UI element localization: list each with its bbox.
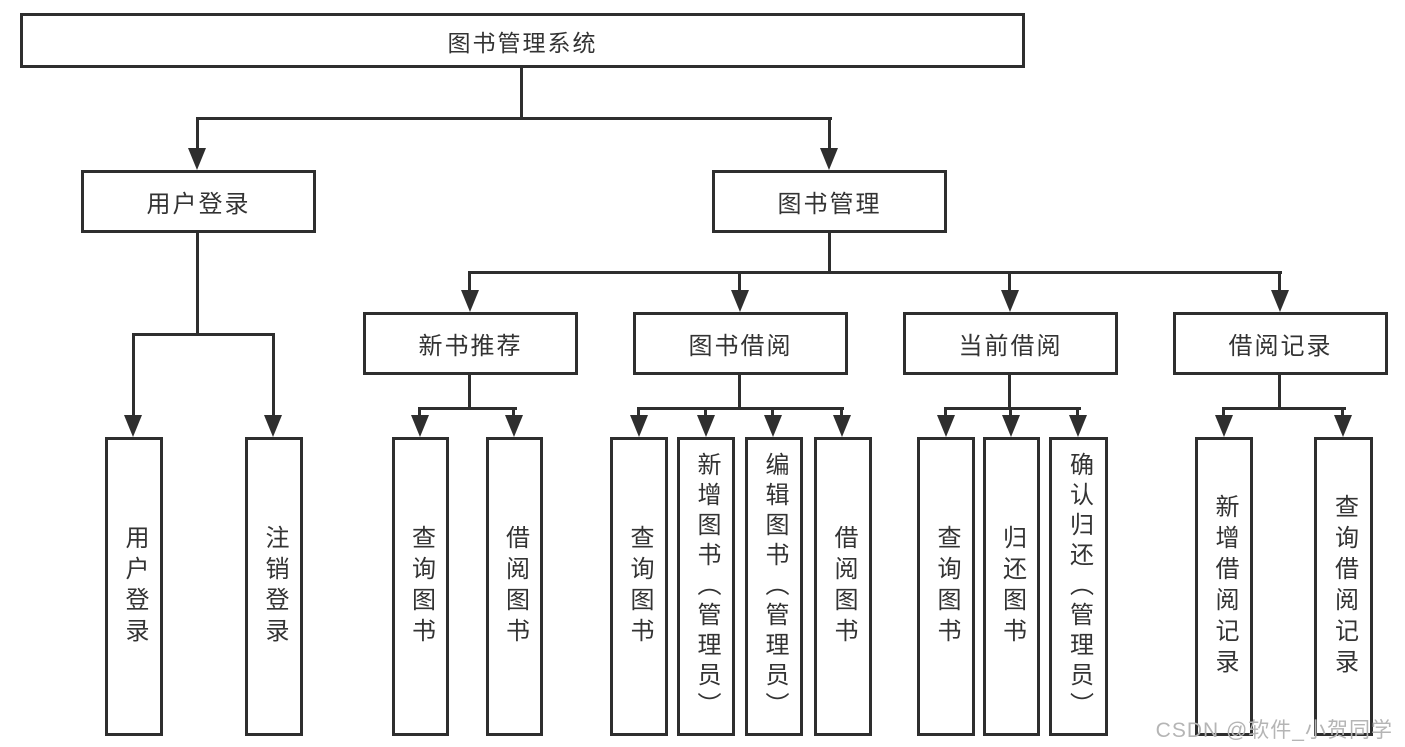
arrowhead-down [1271, 290, 1289, 312]
arrowhead-down [764, 415, 782, 437]
node-book-borrow: 图书借阅 [633, 312, 848, 375]
leaf-query-record: 查询借阅记录 [1314, 437, 1373, 736]
connector-line [1341, 407, 1344, 417]
connector-line [468, 271, 1282, 274]
arrowhead-down [731, 290, 749, 312]
connector-line [132, 333, 275, 336]
connector-line [418, 407, 517, 410]
connector-line [1076, 407, 1079, 417]
arrowhead-down [1001, 290, 1019, 312]
connector-line [196, 233, 199, 335]
connector-line [272, 333, 275, 419]
connector-line [637, 407, 640, 417]
connector-line [1222, 407, 1346, 410]
node-borrow-records: 借阅记录 [1173, 312, 1388, 375]
arrowhead-down [937, 415, 955, 437]
arrowhead-down [124, 415, 142, 437]
leaf-logout: 注销登录 [245, 437, 303, 736]
connector-line [944, 407, 1081, 410]
connector-line [738, 375, 741, 409]
csdn-watermark: CSDN @软件_小贺同学 [1155, 719, 1393, 742]
leaf-add-record: 新增借阅记录 [1195, 437, 1253, 736]
connector-line [637, 407, 844, 410]
arrowhead-down [1215, 415, 1233, 437]
connector-line [1278, 375, 1281, 409]
connector-line [512, 407, 515, 417]
connector-line [704, 407, 707, 417]
arrowhead-down [820, 148, 838, 170]
connector-line [1222, 407, 1225, 417]
arrowhead-down [697, 415, 715, 437]
connector-line [1008, 271, 1011, 292]
connector-line [468, 271, 471, 292]
node-current-borrow: 当前借阅 [903, 312, 1118, 375]
connector-line [1009, 407, 1012, 417]
connector-line [196, 117, 832, 120]
leaf-borrow-book-2: 借阅图书 [814, 437, 872, 736]
arrowhead-down [833, 415, 851, 437]
connector-line [828, 233, 831, 273]
connector-line [418, 407, 421, 417]
connector-line [840, 407, 843, 417]
leaf-add-book: 新增图书（管理员） [677, 437, 735, 736]
connector-line [468, 375, 471, 409]
arrowhead-down [188, 148, 206, 170]
leaf-edit-book: 编辑图书（管理员） [745, 437, 803, 736]
connector-line [132, 333, 135, 419]
leaf-user-login: 用户登录 [105, 437, 163, 736]
connector-line [1008, 375, 1011, 409]
node-book-mgmt: 图书管理 [712, 170, 947, 233]
node-root: 图书管理系统 [20, 13, 1025, 68]
connector-line [944, 407, 947, 417]
leaf-return-book: 归还图书 [983, 437, 1040, 736]
connector-line [520, 68, 523, 119]
node-new-book-rec: 新书推荐 [363, 312, 578, 375]
arrowhead-down [1069, 415, 1087, 437]
arrowhead-down [461, 290, 479, 312]
arrowhead-down [505, 415, 523, 437]
connector-line [196, 117, 199, 150]
leaf-borrow-book-1: 借阅图书 [486, 437, 543, 736]
connector-line [828, 117, 831, 150]
leaf-query-book-3: 查询图书 [917, 437, 975, 736]
connector-line [738, 271, 741, 292]
leaf-query-book-2: 查询图书 [610, 437, 668, 736]
arrowhead-down [630, 415, 648, 437]
node-user-login: 用户登录 [81, 170, 316, 233]
arrowhead-down [264, 415, 282, 437]
leaf-query-book-1: 查询图书 [392, 437, 449, 736]
arrowhead-down [411, 415, 429, 437]
leaf-confirm-return: 确认归还（管理员） [1049, 437, 1108, 736]
arrowhead-down [1334, 415, 1352, 437]
connector-line [1278, 271, 1281, 292]
connector-line [771, 407, 774, 417]
arrowhead-down [1002, 415, 1020, 437]
